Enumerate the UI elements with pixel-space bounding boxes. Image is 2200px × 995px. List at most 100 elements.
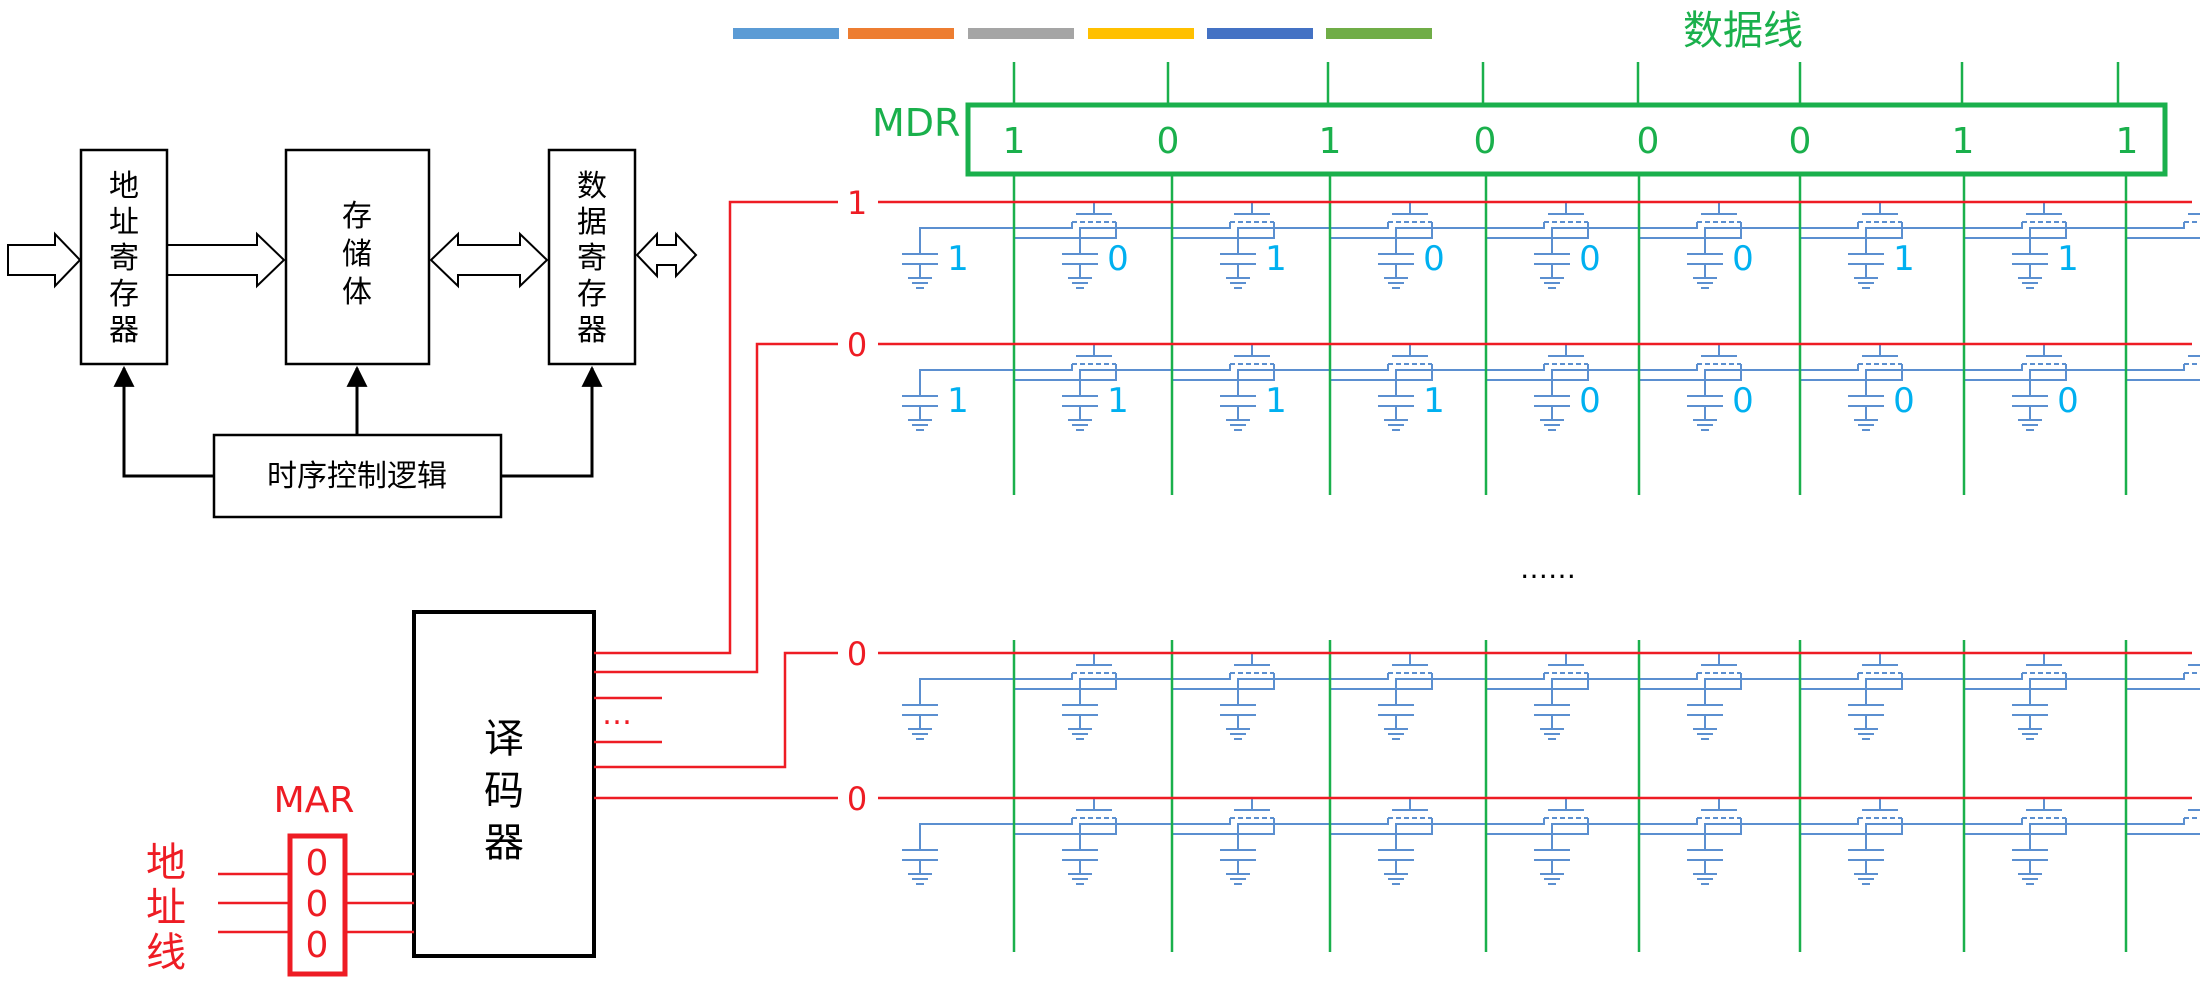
cell-value: 0 bbox=[1893, 381, 1915, 421]
mdr-register bbox=[965, 102, 2168, 177]
row-gap-ellipsis: …… bbox=[1520, 552, 1576, 585]
source-lead bbox=[2029, 364, 2185, 396]
memory-cell bbox=[902, 202, 1117, 289]
block-char-data_reg: 存 bbox=[577, 277, 607, 312]
drain-lead bbox=[1172, 818, 1275, 835]
drain-lead bbox=[1014, 818, 1117, 835]
cell-value: 1 bbox=[1893, 239, 1915, 279]
bit-lines bbox=[1012, 174, 2128, 952]
address-label-char: 地 bbox=[146, 840, 186, 886]
drain-lead bbox=[2126, 688, 2200, 690]
mdr-bit: 1 bbox=[2116, 121, 2139, 162]
source-lead bbox=[919, 818, 1073, 850]
mar-bit: 0 bbox=[306, 884, 329, 925]
cell-value: 1 bbox=[1265, 381, 1287, 421]
address-lines-label: 地址线 bbox=[146, 840, 186, 976]
drain-lead bbox=[1330, 222, 1433, 239]
color-bar-1 bbox=[733, 28, 839, 39]
source-lead bbox=[1704, 364, 1859, 396]
block-char-addr_reg: 存 bbox=[109, 277, 139, 312]
drain-lead bbox=[1964, 364, 2067, 381]
source-lead bbox=[919, 673, 1073, 705]
cell-value: 1 bbox=[1107, 381, 1129, 421]
mdr-bit: 1 bbox=[1952, 121, 1975, 162]
source-lead bbox=[1237, 818, 1389, 850]
memory-cell bbox=[1220, 202, 1433, 289]
data-bus-label: 数据线 bbox=[1683, 8, 1803, 54]
block-char-addr_reg: 地 bbox=[109, 169, 139, 204]
data-out-double-arrow bbox=[635, 231, 698, 279]
drain-lead bbox=[1639, 364, 1742, 381]
word-line-select: 0 bbox=[847, 326, 867, 364]
source-lead bbox=[1395, 222, 1545, 254]
block-char-data_reg: 数 bbox=[577, 169, 607, 204]
cell-value: 0 bbox=[1732, 239, 1754, 279]
source-lead bbox=[1237, 222, 1389, 254]
memory-cell bbox=[902, 798, 1117, 885]
mar-register bbox=[287, 833, 348, 977]
drain-lead bbox=[1964, 818, 2067, 835]
drain-lead bbox=[1014, 673, 1117, 690]
mdr-bit: 0 bbox=[1157, 121, 1180, 162]
word-line-select: 0 bbox=[847, 635, 867, 673]
cell-value: 1 bbox=[1423, 381, 1445, 421]
mar-label: MAR bbox=[274, 780, 355, 821]
source-lead bbox=[2029, 673, 2185, 705]
source-lead bbox=[1551, 818, 1698, 850]
memory-cell bbox=[1534, 798, 1742, 885]
drain-lead bbox=[1330, 364, 1433, 381]
block-char-addr_reg: 寄 bbox=[109, 241, 139, 276]
memory-cell bbox=[1848, 344, 2067, 431]
drain-lead bbox=[2126, 379, 2200, 381]
cell-value: 0 bbox=[1579, 381, 1601, 421]
source-lead bbox=[919, 364, 1073, 396]
source-lead bbox=[2029, 222, 2185, 254]
drain-lead bbox=[1800, 818, 1903, 835]
decoder-char: 译 bbox=[484, 716, 524, 762]
source-lead bbox=[1704, 673, 1859, 705]
mar-bit: 0 bbox=[306, 925, 329, 966]
block-char-memory: 储 bbox=[342, 237, 372, 272]
decoder-char: 码 bbox=[484, 768, 524, 814]
drain-lead bbox=[1486, 222, 1589, 239]
block-char-memory: 存 bbox=[342, 199, 372, 234]
color-legend-bars bbox=[733, 28, 1432, 39]
color-bar-4 bbox=[1088, 28, 1194, 39]
color-bar-3 bbox=[968, 28, 1074, 39]
mdr-bit: 0 bbox=[1789, 121, 1812, 162]
word-lines: 1 0 0 0 bbox=[847, 184, 2192, 818]
memory-data-double-arrow bbox=[429, 231, 549, 289]
source-lead bbox=[1865, 818, 2023, 850]
drain-lead bbox=[2126, 237, 2200, 239]
memory-cell bbox=[1378, 202, 1589, 289]
source-lead bbox=[1865, 364, 2023, 396]
address-label-char: 线 bbox=[146, 930, 186, 976]
memory-cell bbox=[1062, 344, 1275, 431]
drain-lead bbox=[1964, 673, 2067, 690]
cell-value: 0 bbox=[1107, 239, 1129, 279]
decoder-label: 译码器 bbox=[484, 716, 524, 866]
drain-lead bbox=[1014, 222, 1117, 239]
source-lead bbox=[1865, 222, 2023, 254]
addr-to-memory-hollow-arrow bbox=[166, 231, 286, 289]
block-diagram bbox=[7, 148, 698, 519]
decoder-out-row2 bbox=[594, 342, 838, 674]
word-line-select: 0 bbox=[847, 780, 867, 818]
block-char-addr_reg: 址 bbox=[109, 205, 139, 240]
timing-control-label: 时序控制逻辑 bbox=[267, 459, 447, 494]
cell-value: 0 bbox=[1579, 239, 1601, 279]
source-lead bbox=[1551, 673, 1698, 705]
decoder-out-row3 bbox=[594, 651, 838, 769]
source-lead bbox=[919, 222, 1073, 254]
memory-cell bbox=[1687, 202, 1903, 289]
block-char-memory: 体 bbox=[342, 275, 372, 310]
decoder-char: 器 bbox=[484, 820, 524, 866]
decoder-ellipsis: … bbox=[602, 697, 632, 732]
source-lead bbox=[2029, 818, 2185, 850]
timing-to-addr-line bbox=[113, 365, 214, 478]
drain-lead bbox=[1486, 364, 1589, 381]
mdr-bit: 1 bbox=[1003, 121, 1026, 162]
drain-lead bbox=[1330, 673, 1433, 690]
